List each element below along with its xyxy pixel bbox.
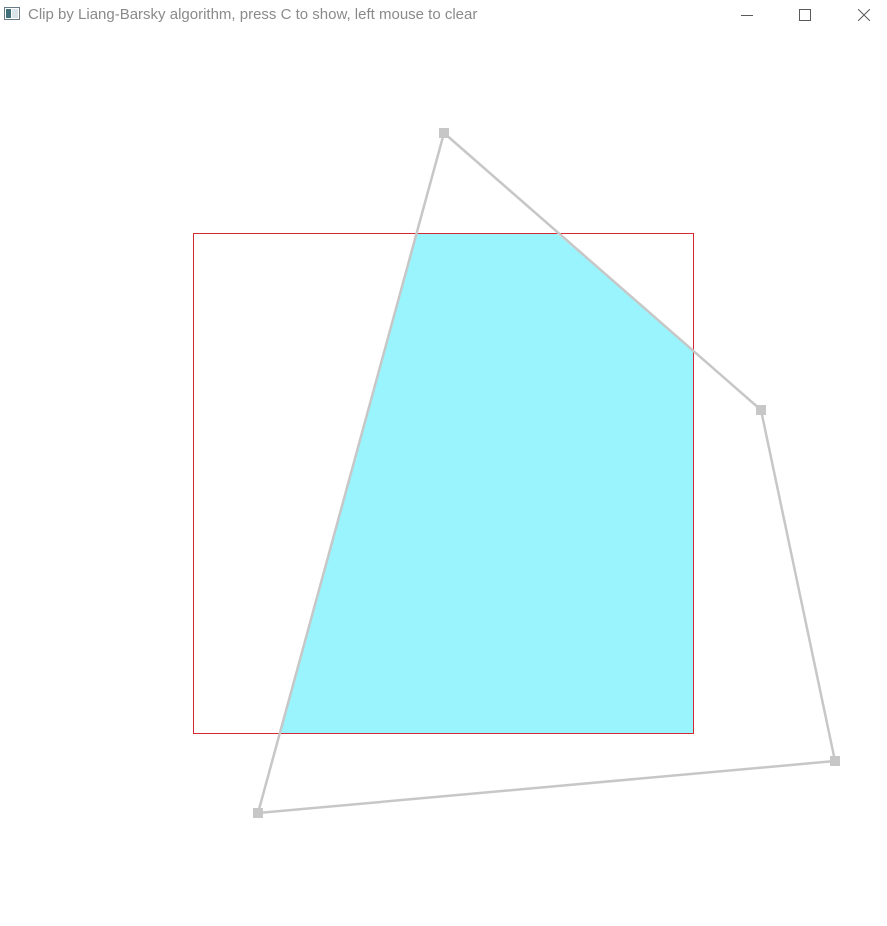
title-bar[interactable]: Clip by Liang-Barsky algorithm, press C … (0, 0, 887, 30)
close-icon (858, 9, 870, 21)
close-button[interactable] (841, 0, 887, 30)
minimize-icon (741, 15, 753, 16)
polygon-edge (256, 759, 837, 815)
vertex-marker[interactable] (253, 808, 263, 818)
maximize-icon (799, 9, 811, 21)
vertex-marker[interactable] (830, 756, 840, 766)
minimize-button[interactable] (724, 0, 770, 30)
vertex-marker[interactable] (439, 128, 449, 138)
polygon-vertices (253, 128, 840, 818)
clipped-polygon (281, 233, 693, 733)
maximize-button[interactable] (782, 0, 828, 30)
polygon-edge (442, 131, 763, 412)
polygon-outline (256, 131, 837, 815)
app-window-icon (4, 7, 20, 20)
polygon-edge (759, 408, 837, 763)
polygon-edge (256, 131, 446, 815)
vertex-marker[interactable] (756, 405, 766, 415)
window-title: Clip by Liang-Barsky algorithm, press C … (28, 6, 478, 23)
clip-window-rect (193, 233, 694, 734)
